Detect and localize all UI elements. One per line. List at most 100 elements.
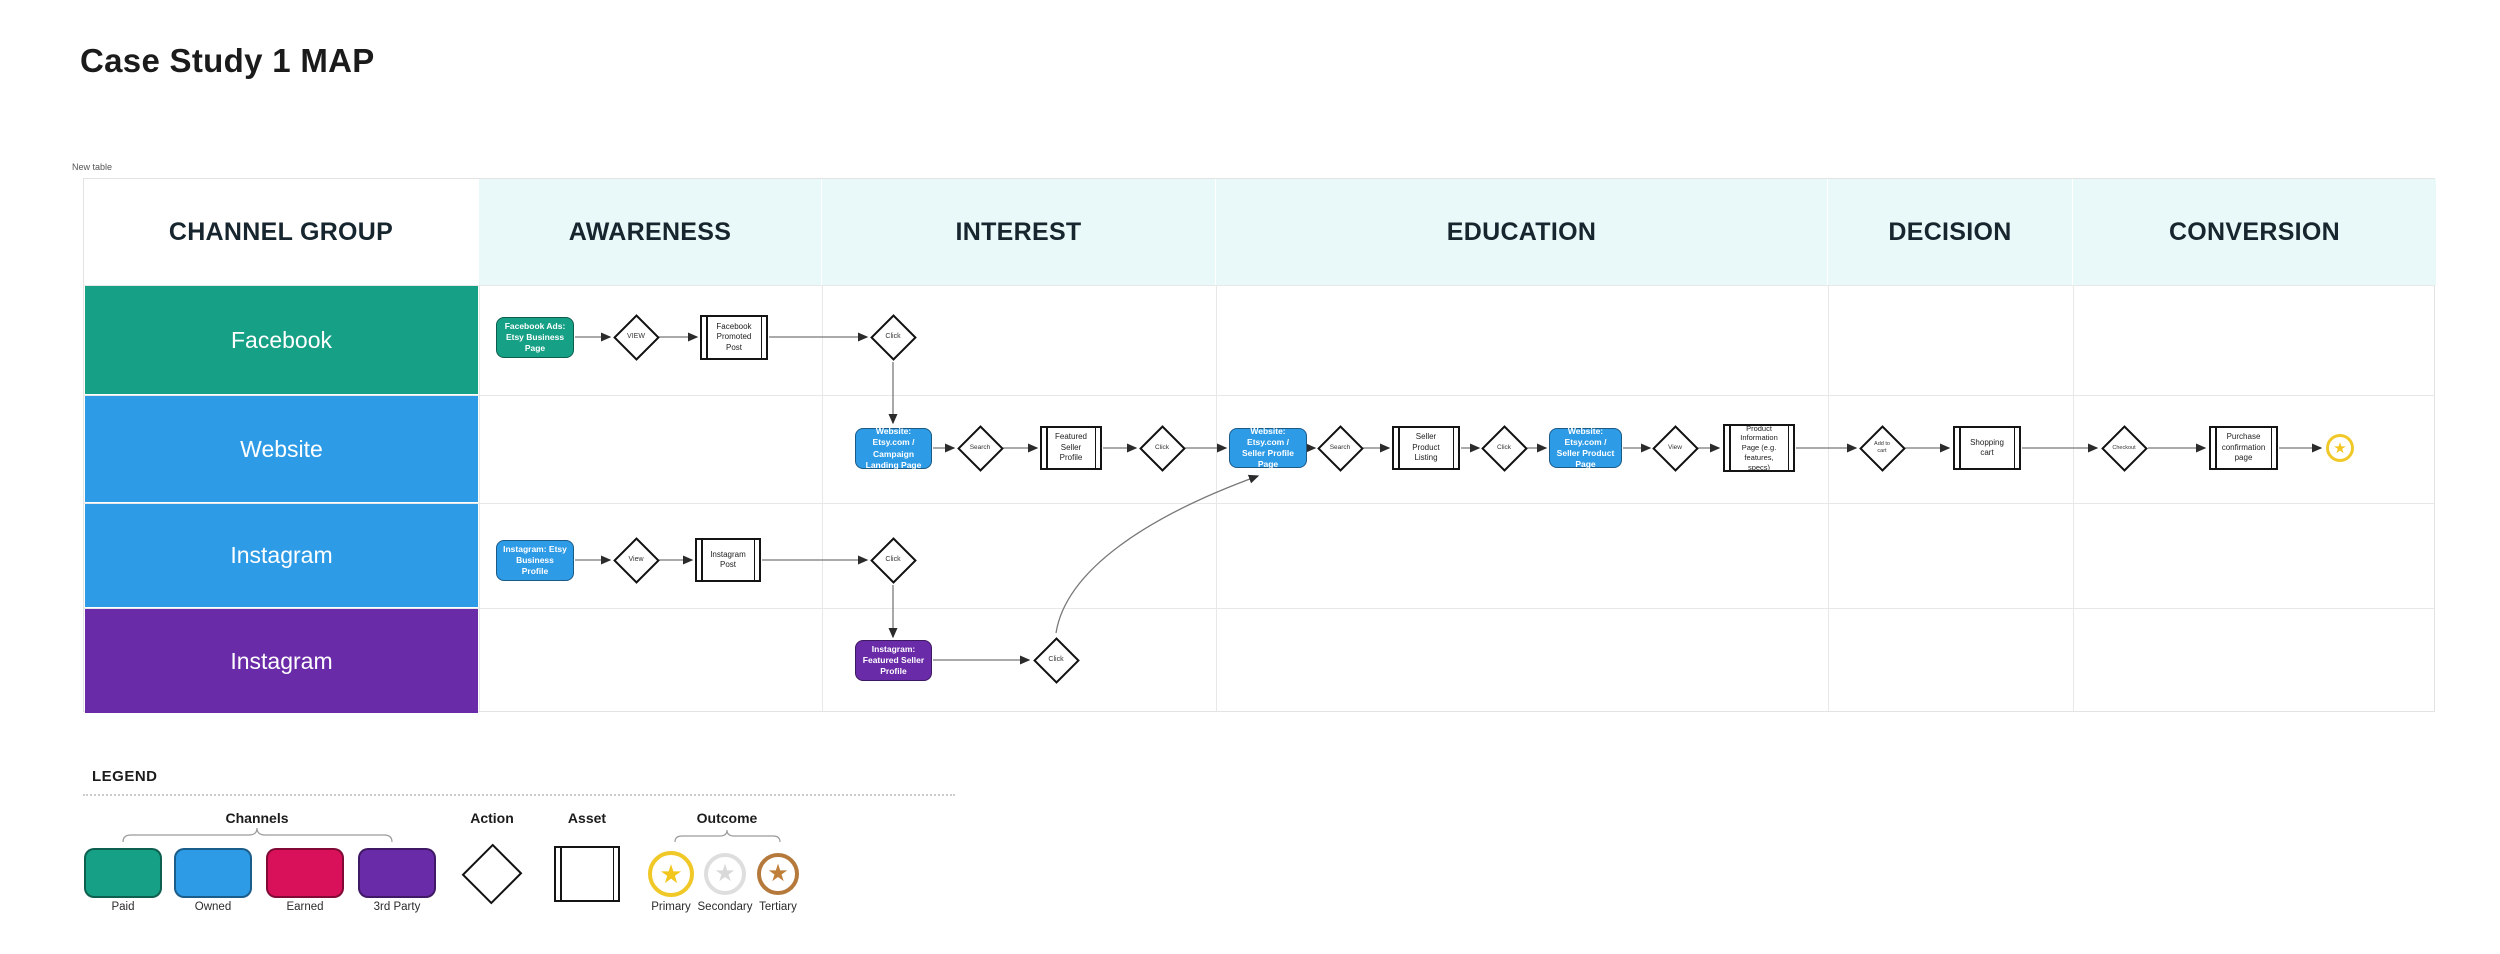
legend-label-3rd-party: 3rd Party	[373, 901, 421, 913]
action-search-2[interactable]: Search	[1316, 424, 1364, 472]
column-header-awareness[interactable]: AWARENESS	[479, 179, 822, 285]
outcome-bracket	[674, 829, 781, 843]
grid-line	[84, 503, 2434, 504]
action-label: Click	[1048, 655, 1064, 663]
node-label: Website: Etsy.com / Seller Product Page	[1556, 425, 1615, 470]
column-header-education[interactable]: EDUCATION	[1216, 179, 1828, 285]
legend-label-paid: Paid	[111, 901, 135, 913]
star-icon: ★	[767, 860, 789, 887]
journey-table: CHANNEL GROUP AWARENESS INTEREST EDUCATI…	[83, 178, 2436, 713]
legend-swatch-paid[interactable]	[84, 848, 162, 898]
node-instagram-profile[interactable]: Instagram: Etsy Business Profile	[496, 540, 574, 581]
legend-action-title: Action	[470, 810, 514, 826]
legend-label-owned: Owned	[194, 901, 232, 913]
star-icon: ★	[659, 859, 683, 889]
outcome-primary-star[interactable]: ★	[2326, 434, 2354, 462]
legend-action-diamond[interactable]	[461, 843, 523, 905]
node-facebook-ads[interactable]: Facebook Ads: Etsy Business Page	[496, 317, 574, 358]
node-seller-profile-page[interactable]: Website: Etsy.com / Seller Profile Page	[1229, 425, 1307, 470]
action-label: Search	[1329, 444, 1351, 452]
node-label: Website: Etsy.com / Seller Profile Page	[1242, 425, 1294, 470]
node-label: Instagram: Featured Seller Profile	[862, 643, 925, 677]
column-header-label: EDUCATION	[1446, 217, 1597, 246]
column-header-label: DECISION	[1888, 217, 2012, 246]
column-header-label: CONVERSION	[2168, 217, 2341, 246]
action-click-2[interactable]: Click	[1480, 424, 1528, 472]
action-checkout[interactable]: Checkout	[2100, 424, 2148, 472]
asset-featured-seller-profile[interactable]: Featured Seller Profile	[1040, 426, 1102, 470]
legend-divider	[83, 794, 955, 796]
action-label: VIEW	[627, 332, 645, 340]
action-add-to-cart[interactable]: Add to cart	[1858, 424, 1906, 472]
action-click-instagram-2[interactable]: Click	[1032, 636, 1080, 684]
asset-seller-product-listing[interactable]: Seller Product Listing	[1392, 426, 1460, 470]
node-seller-product-page[interactable]: Website: Etsy.com / Seller Product Page	[1549, 425, 1622, 470]
column-header-channel-group[interactable]: CHANNEL GROUP	[84, 179, 479, 285]
grid-line	[1828, 285, 1829, 711]
channel-row-instagram[interactable]: Instagram	[85, 504, 478, 607]
action-label: Click	[885, 555, 901, 563]
asset-label: Seller Product Listing	[1412, 432, 1440, 463]
action-label: Checkout	[2112, 444, 2136, 451]
channel-row-website[interactable]: Website	[85, 396, 478, 502]
action-label: Click	[1154, 444, 1170, 452]
column-header-label: AWARENESS	[568, 217, 732, 246]
diamond-shape	[461, 843, 523, 905]
channel-row-instagram-2[interactable]: Instagram	[85, 609, 478, 713]
column-header-decision[interactable]: DECISION	[1828, 179, 2073, 285]
legend-heading: LEGEND	[92, 768, 158, 785]
grid-line	[1216, 285, 1217, 711]
action-view-instagram[interactable]: View	[612, 536, 660, 584]
node-label: Facebook Ads: Etsy Business Page	[504, 320, 566, 354]
asset-label: Instagram Post	[710, 549, 746, 569]
action-click-instagram[interactable]: Click	[869, 536, 917, 584]
asset-facebook-promoted-post[interactable]: Facebook Promoted Post	[700, 315, 768, 360]
asset-purchase-confirmation-page[interactable]: Purchase confirmation page	[2209, 426, 2278, 470]
legend-label-secondary: Secondary	[697, 901, 753, 913]
column-header-label: CHANNEL GROUP	[168, 217, 394, 246]
action-click-facebook[interactable]: Click	[869, 313, 917, 361]
grid-line	[84, 608, 2434, 609]
grid-line	[84, 285, 2434, 286]
column-header-conversion[interactable]: CONVERSION	[2073, 179, 2436, 285]
channel-row-label: Instagram	[230, 542, 333, 568]
action-click-1[interactable]: Click	[1138, 424, 1186, 472]
asset-label: Featured Seller Profile	[1054, 432, 1088, 463]
channel-row-label: Facebook	[230, 326, 332, 353]
table-tag-label: New table	[72, 162, 113, 172]
legend-outcome-secondary[interactable]: ★	[704, 853, 746, 895]
star-icon: ★	[2333, 439, 2347, 457]
page-title: Case Study 1 MAP	[80, 42, 375, 79]
channel-row-facebook[interactable]: Facebook	[85, 286, 478, 394]
action-search-1[interactable]: Search	[956, 424, 1004, 472]
asset-instagram-post[interactable]: Instagram Post	[695, 538, 761, 582]
legend-channels-title: Channels	[225, 810, 289, 826]
legend-outcome-tertiary[interactable]: ★	[757, 853, 799, 895]
channel-row-label: Website	[240, 435, 323, 462]
legend-swatch-owned[interactable]	[174, 848, 252, 898]
asset-shopping-cart[interactable]: Shopping cart	[1953, 426, 2021, 470]
asset-label: Facebook Promoted Post	[716, 321, 752, 352]
asset-product-information-page[interactable]: Product Information Page (e.g. features,…	[1723, 424, 1795, 472]
connector-curve	[1055, 474, 1260, 634]
grid-line	[84, 395, 2434, 396]
legend-asset-shape[interactable]	[554, 846, 620, 902]
node-campaign-landing-page[interactable]: Website: Etsy.com / Campaign Landing Pag…	[855, 426, 932, 470]
action-view-facebook[interactable]: VIEW	[612, 313, 660, 361]
action-label: View	[628, 555, 644, 563]
column-header-interest[interactable]: INTEREST	[822, 179, 1216, 285]
action-label: Click	[1496, 444, 1512, 452]
legend-swatch-earned[interactable]	[266, 848, 344, 898]
asset-label: Shopping cart	[1970, 437, 2004, 457]
legend-outcome-title: Outcome	[696, 810, 758, 826]
node-label: Website: Etsy.com / Campaign Landing Pag…	[865, 426, 922, 470]
legend-swatch-3rd-party[interactable]	[358, 848, 436, 898]
legend-outcome-primary[interactable]: ★	[648, 851, 694, 897]
star-icon: ★	[714, 860, 736, 887]
legend-label-earned: Earned	[286, 901, 324, 913]
action-label: View	[1668, 444, 1682, 452]
action-view-website[interactable]: View	[1651, 424, 1699, 472]
action-label: Click	[885, 332, 901, 340]
node-instagram-featured-seller-profile[interactable]: Instagram: Featured Seller Profile	[855, 640, 932, 681]
